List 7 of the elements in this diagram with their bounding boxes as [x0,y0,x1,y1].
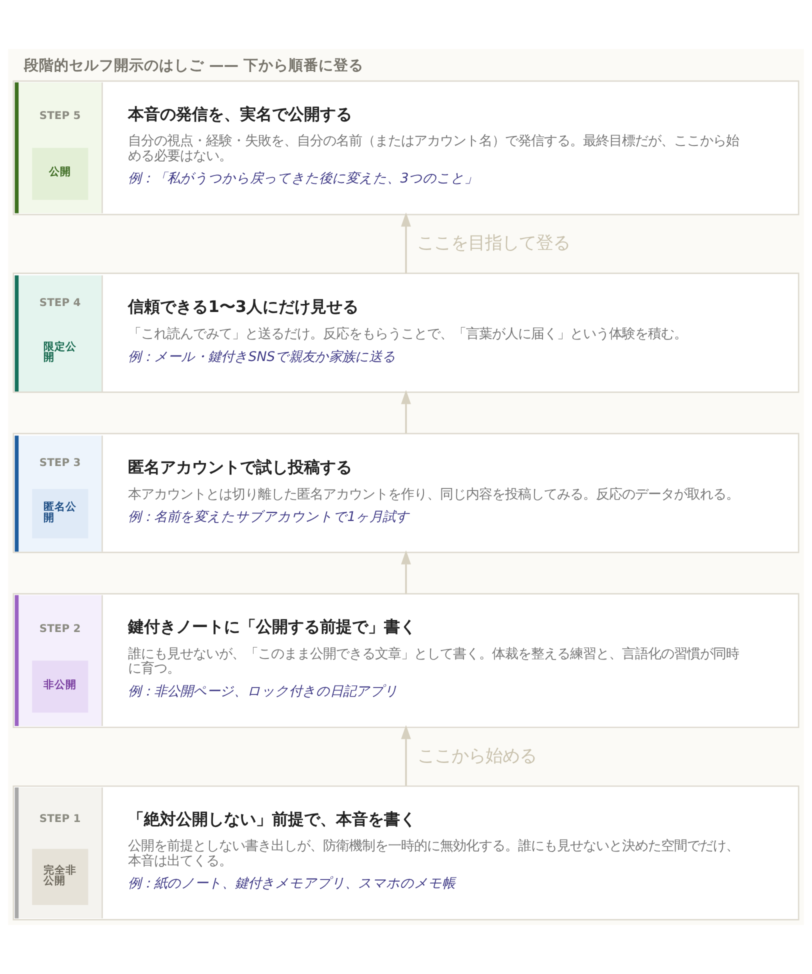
arrow [401,212,411,274]
arrow [401,390,411,434]
edge-label: ここを目指して登る [417,234,570,254]
arrow [401,550,411,594]
arrow [401,724,411,786]
diagram-title: 段階的セルフ開示のはしご —— 下から順番に登る [24,57,364,74]
edge-label: ここから始める [417,746,536,766]
